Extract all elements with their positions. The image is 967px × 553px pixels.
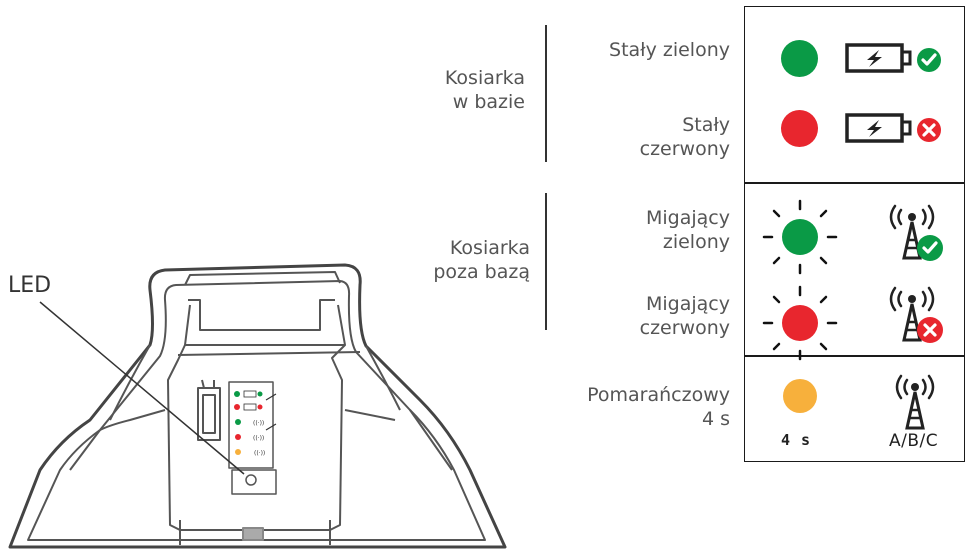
led-orange-dot: [783, 379, 817, 413]
group-title-line: Kosiarka: [449, 237, 530, 259]
led-solid-red-dot: [781, 110, 818, 147]
led-legend-panel: 4 s A/B/C: [744, 6, 965, 462]
svg-text:((·)): ((·)): [253, 420, 264, 427]
signal-error-icon: [889, 286, 943, 343]
state-label-line: czerwony: [639, 317, 730, 339]
panel-divider: [745, 182, 964, 184]
group-divider-in-base: [545, 25, 547, 162]
state-label-line: zielony: [662, 231, 730, 253]
state-label-blinking-red: Migający czerwony: [560, 292, 730, 340]
panel-divider: [745, 355, 964, 357]
group-title-line: w bazie: [452, 91, 525, 113]
state-label-line: Migający: [646, 207, 730, 229]
signal-ok-icon: [889, 204, 943, 261]
led-blinking-green-icon: [762, 199, 838, 275]
signal-icon: [895, 374, 935, 430]
orange-duration-label: 4 s: [781, 431, 812, 449]
state-label-orange: Pomarańczowy 4 s: [560, 383, 730, 431]
led-blinking-red-icon: [762, 285, 838, 361]
channel-label: A/B/C: [889, 431, 939, 451]
battery-ok-icon: [845, 43, 941, 73]
group-title-line: poza bazą: [433, 261, 530, 283]
mini-label-graphics: ((·)) ((·)) ((·)): [234, 390, 277, 457]
group-title-out-of-base: Kosiarka poza bazą: [380, 236, 530, 284]
group-divider-out-of-base: [545, 193, 547, 330]
svg-text:((·)): ((·)): [254, 450, 265, 457]
state-label-line: czerwony: [639, 138, 730, 160]
state-label-line: Stały zielony: [609, 39, 730, 61]
state-label-solid-red: Stały czerwony: [560, 113, 730, 161]
state-label-line: Migający: [646, 293, 730, 315]
group-title-in-base: Kosiarka w bazie: [380, 66, 525, 114]
svg-text:((·)): ((·)): [253, 435, 264, 442]
led-solid-green-dot: [781, 40, 818, 77]
led-callout-line: [39, 301, 245, 475]
state-label-line: Stały: [682, 114, 730, 136]
led-label: LED: [8, 273, 52, 298]
state-label-solid-green: Stały zielony: [560, 38, 730, 62]
state-label-line: 4 s: [701, 408, 730, 430]
battery-error-icon: [845, 113, 941, 143]
group-title-line: Kosiarka: [444, 67, 525, 89]
state-label-line: Pomarańczowy: [587, 384, 730, 406]
state-label-blinking-green: Migający zielony: [560, 206, 730, 254]
